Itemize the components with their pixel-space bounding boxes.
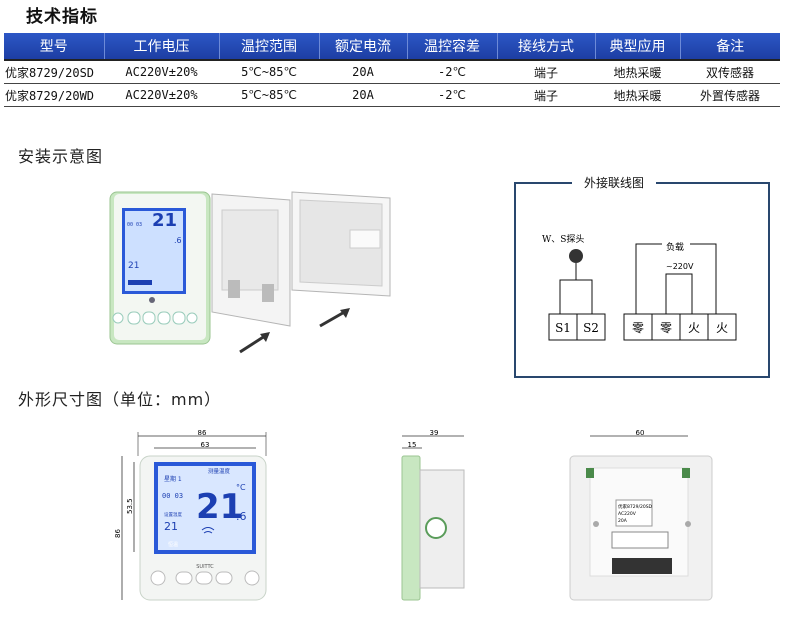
install-illustration: 21 .6 00 03 21: [109, 191, 391, 354]
wiring-title: 外接联线图: [572, 174, 657, 191]
terminal-label: 火: [716, 321, 728, 335]
terminal-block: S1 S2 零 零 火 火: [548, 313, 737, 341]
table-cell: 地热采暖: [595, 83, 680, 107]
screw-hole-icon: [593, 521, 599, 527]
terminal-label: 零: [632, 321, 644, 335]
terminal-strip: [611, 531, 669, 549]
wiring-diagram-panel: 外接联线图 W、S探头 负载 ~220V S1 S2 零 零 火 火: [514, 174, 770, 378]
table-cell: 地热采暖: [595, 60, 680, 84]
dim-label: 63: [201, 441, 210, 449]
lcd-unit: °C: [236, 483, 246, 492]
table-cell: 5℃~85℃: [219, 60, 319, 84]
table-cell: AC220V±20%: [104, 60, 219, 84]
table-cell: -2℃: [407, 60, 497, 84]
brand-logo: SUITTC: [196, 564, 214, 570]
terminal-screws: [612, 558, 672, 574]
col-header: 额定电流: [318, 33, 407, 61]
mounting-plate: [211, 193, 291, 327]
col-header: 工作电压: [103, 33, 219, 61]
dims-heading: 外形尺寸图（单位：mm）: [18, 390, 222, 409]
back-view-drawing: 60 优家8729/20SD AC220V 20A: [569, 429, 713, 601]
table-cell: 端子: [497, 83, 595, 107]
svg-text:00 03: 00 03: [127, 222, 142, 228]
lcd-time: 00 03: [162, 492, 183, 500]
svg-text:21: 21: [128, 261, 139, 271]
terminal-label: S2: [583, 321, 599, 335]
table-row: 优家8729/20SD AC220V±20% 5℃~85℃ 20A -2℃ 端子…: [4, 60, 780, 84]
svg-text:.6: .6: [174, 236, 182, 245]
arrow-icon: [319, 308, 350, 328]
install-heading: 安装示意图: [18, 147, 104, 166]
table-cell: 优家8729/20SD: [4, 60, 104, 84]
terminal-label: 零: [660, 321, 672, 335]
table-cell: -2℃: [407, 83, 497, 107]
thermostat-front: 星期 1 测量温度 00 03 21 °C .6 设置温度 21 恒温 SUIT…: [139, 455, 267, 601]
sensor-icon: [425, 517, 447, 539]
side-view-drawing: 39 15: [401, 429, 465, 601]
lcd-mode: 恒温: [168, 541, 178, 548]
terminal-label: S1: [555, 321, 571, 335]
table-cell: 5℃~85℃: [219, 83, 319, 107]
table-cell: 外置传感器: [680, 83, 780, 107]
voltage-label: ~220V: [666, 262, 694, 271]
wifi-icon: [201, 527, 215, 534]
thermostat-front-unit: 21 .6 00 03 21: [109, 191, 211, 345]
wall-box: [291, 191, 391, 297]
spec-table: 型号 工作电压 温控范围 额定电流 温控容差 接线方式 典型应用 备注 优家87…: [4, 33, 780, 107]
dim-label: 53.5: [126, 498, 134, 514]
dim-label: 15: [408, 441, 417, 449]
dim-label: 86: [114, 529, 122, 538]
spec-table-header: 型号 工作电压 温控范围 额定电流 温控容差 接线方式 典型应用 备注: [4, 33, 780, 61]
table-cell: 双传感器: [680, 60, 780, 84]
lcd-set-label: 设置温度: [164, 511, 182, 518]
col-header: 典型应用: [594, 33, 680, 61]
table-cell: AC220V±20%: [104, 83, 219, 107]
back-label-voltage: AC220V: [618, 511, 637, 517]
lcd-set-temp: 21: [164, 520, 178, 533]
back-label-current: 20A: [618, 518, 628, 524]
control-button[interactable]: [175, 571, 193, 585]
lcd-measure-label: 测量温度: [208, 467, 231, 475]
front-view-drawing: 86 63 86 53.5 星期 1 测量温度 00 03 21 °C .6 设…: [114, 429, 267, 601]
lcd-decimal: .6: [236, 510, 247, 523]
col-header: 温控容差: [406, 33, 497, 61]
dim-label: 86: [198, 429, 207, 437]
dim-label: 39: [430, 429, 439, 437]
table-cell: 优家8729/20WD: [4, 83, 104, 107]
dim-label: 60: [636, 429, 645, 437]
table-cell: 端子: [497, 60, 595, 84]
control-button[interactable]: [244, 570, 260, 586]
col-header: 型号: [4, 33, 104, 61]
back-label-sticker: [615, 499, 653, 527]
table-row: 优家8729/20WD AC220V±20% 5℃~85℃ 20A -2℃ 端子…: [4, 83, 780, 107]
arrow-icon: [239, 332, 270, 354]
control-button[interactable]: [195, 571, 213, 585]
terminal-label: 火: [688, 321, 700, 335]
probe-label: W、S探头: [542, 233, 584, 245]
wiring-diagram: W、S探头 负载 ~220V S1 S2 零 零 火 火: [542, 233, 737, 341]
screw-hole-icon: [685, 521, 691, 527]
svg-text:21: 21: [152, 210, 177, 231]
probe-sensor-icon: [569, 249, 583, 263]
control-button[interactable]: [150, 570, 166, 586]
load-label: 负载: [666, 241, 684, 253]
col-header: 接线方式: [496, 33, 595, 61]
lcd-temp: 21: [196, 487, 243, 527]
col-header: 温控范围: [218, 33, 319, 61]
col-header: 备注: [679, 33, 780, 61]
table-cell: 20A: [319, 83, 407, 107]
back-label-model: 优家8729/20SD: [618, 503, 653, 510]
control-button[interactable]: [215, 571, 233, 585]
page-title: 技术指标: [26, 7, 98, 27]
table-cell: 20A: [319, 60, 407, 84]
lcd-week: 星期 1: [164, 475, 182, 483]
